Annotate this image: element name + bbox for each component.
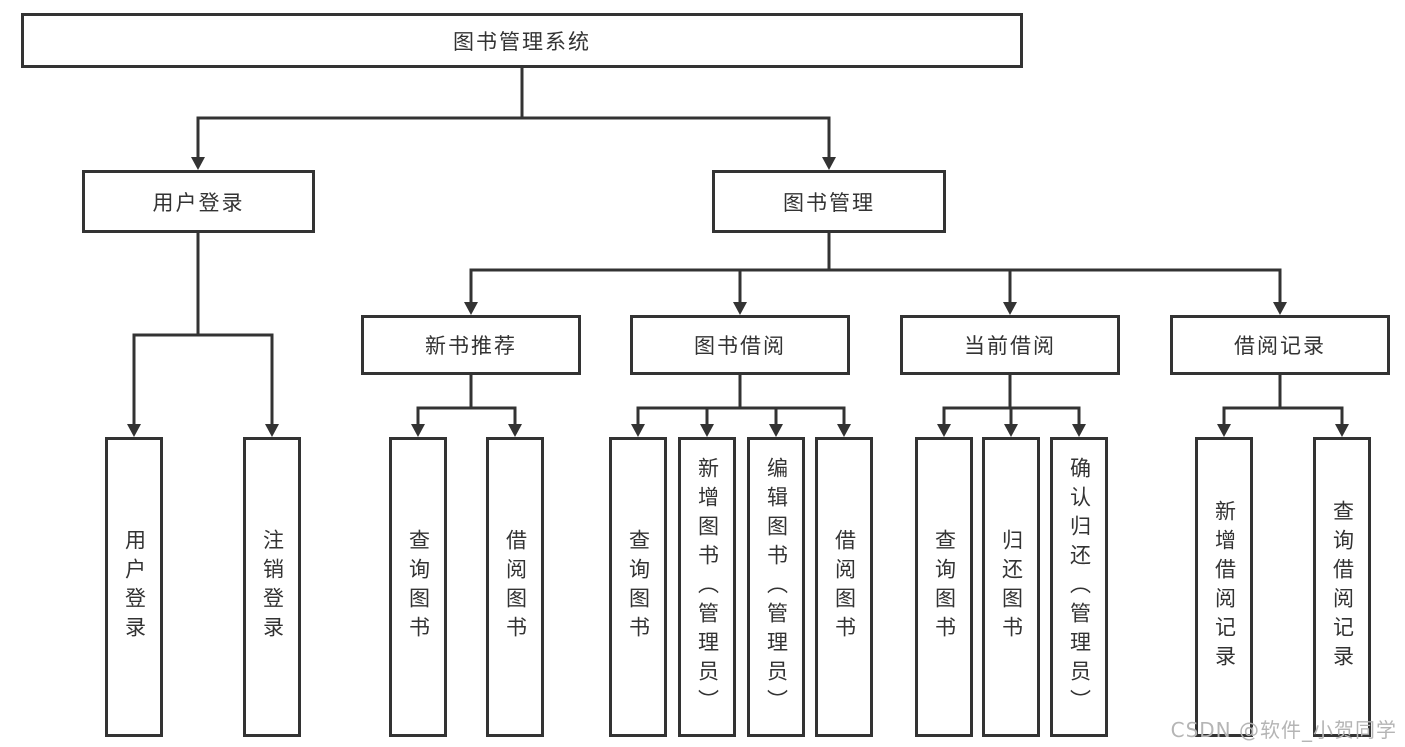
leaf-query-borrow-record: 查询借阅记录	[1313, 437, 1371, 737]
leaf-user-login-label: 用户登录	[122, 529, 147, 645]
node-book-borrowing: 图书借阅	[630, 315, 850, 375]
leaf-borrow-books-label: 借阅图书	[832, 529, 857, 645]
node-borrowing-records: 借阅记录	[1170, 315, 1390, 375]
node-book-management: 图书管理	[712, 170, 946, 233]
node-user-login: 用户登录	[82, 170, 315, 233]
leaf-add-book-admin: 新增图书（管理员）	[678, 437, 736, 737]
leaf-return-book-label: 归还图书	[999, 529, 1024, 645]
node-current-borrowing: 当前借阅	[900, 315, 1120, 375]
node-new-book-recommend: 新书推荐	[361, 315, 581, 375]
leaf-user-login: 用户登录	[105, 437, 163, 737]
leaf-add-book-admin-label: 新增图书（管理员）	[695, 456, 720, 718]
leaf-borrow-books-recommend-label: 借阅图书	[503, 529, 528, 645]
leaf-edit-book-admin-label: 编辑图书（管理员）	[764, 456, 789, 718]
leaf-query-borrow-record-label: 查询借阅记录	[1330, 500, 1355, 674]
leaf-return-book: 归还图书	[982, 437, 1040, 737]
leaf-edit-book-admin: 编辑图书（管理员）	[747, 437, 805, 737]
leaf-borrow-books-recommend: 借阅图书	[486, 437, 544, 737]
leaf-add-borrow-record: 新增借阅记录	[1195, 437, 1253, 737]
leaf-add-borrow-record-label: 新增借阅记录	[1212, 500, 1237, 674]
leaf-confirm-return-admin-label: 确认归还（管理员）	[1067, 456, 1092, 718]
leaf-logout-label: 注销登录	[260, 529, 285, 645]
csdn-watermark: CSDN @软件_小贺同学	[1170, 718, 1397, 742]
leaf-query-books-borrow-label: 查询图书	[626, 529, 651, 645]
leaf-borrow-books: 借阅图书	[815, 437, 873, 737]
leaf-query-books-current: 查询图书	[915, 437, 973, 737]
leaf-confirm-return-admin: 确认归还（管理员）	[1050, 437, 1108, 737]
leaf-query-books-borrow: 查询图书	[609, 437, 667, 737]
leaf-query-books-current-label: 查询图书	[932, 529, 957, 645]
leaf-logout: 注销登录	[243, 437, 301, 737]
leaf-query-books-recommend: 查询图书	[389, 437, 447, 737]
node-root-library-system: 图书管理系统	[21, 13, 1023, 68]
leaf-query-books-recommend-label: 查询图书	[406, 529, 431, 645]
